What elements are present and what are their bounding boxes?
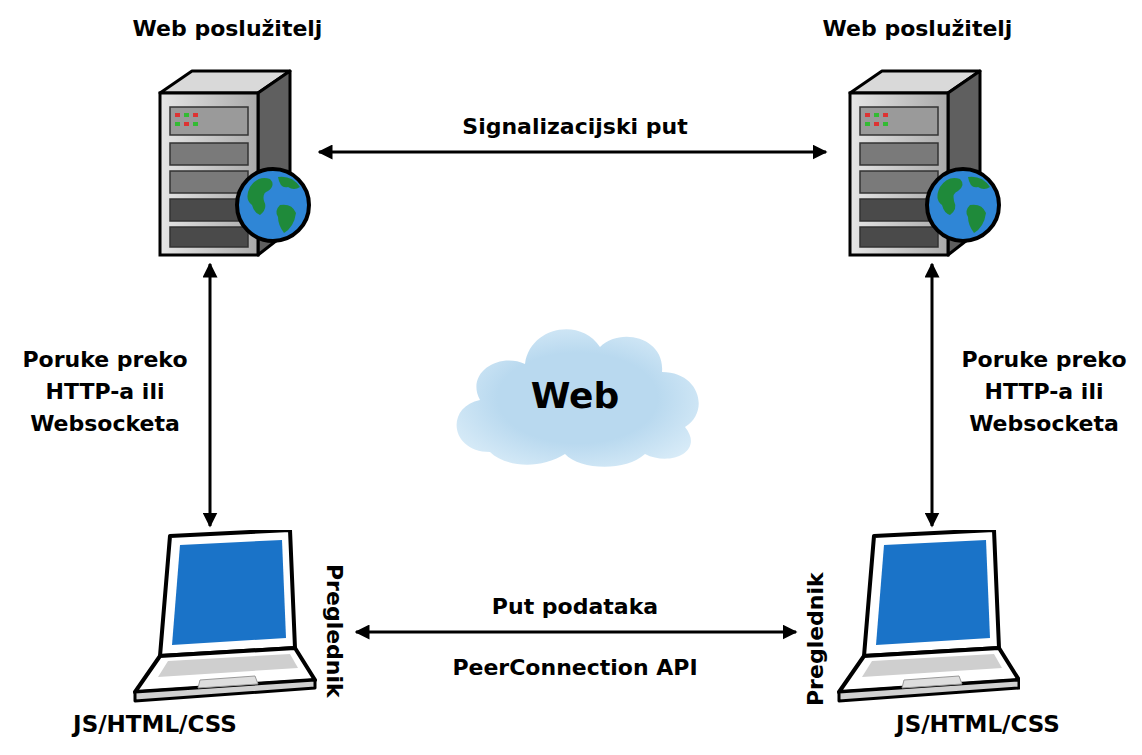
server-title: Web poslužitelj — [95, 15, 360, 43]
edge-label: Put podataka — [489, 591, 661, 623]
edge-label: Poruke preko HTTP-a ili Websocketa — [4, 344, 206, 440]
laptop-icon — [130, 530, 350, 708]
edge-label: Signalizacijski put — [459, 111, 690, 143]
server-title: Web poslužitelj — [785, 15, 1050, 43]
web-cloud: Web — [430, 302, 720, 477]
api-label: PeerConnection API — [449, 654, 700, 682]
browser-laptop: PreglednikJS/HTML/CSS — [800, 530, 1022, 708]
connector-arrow — [356, 631, 796, 634]
connector-arrow — [209, 264, 212, 526]
web-server: Web poslužitelj — [140, 65, 315, 260]
connector-arrow — [319, 151, 826, 154]
cloud-label: Web — [531, 373, 620, 418]
stack-label: JS/HTML/CSS — [828, 710, 1128, 739]
browser-laptop: PreglednikJS/HTML/CSS — [130, 530, 352, 708]
edge-label: Poruke preko HTTP-a ili Websocketa — [943, 344, 1142, 440]
laptop-icon — [800, 530, 1020, 708]
web-server: Web poslužitelj — [830, 65, 1005, 260]
server-icon — [140, 65, 315, 260]
browser-label: Preglednik — [321, 564, 349, 698]
connector-arrow — [931, 264, 934, 526]
server-icon — [830, 65, 1005, 260]
stack-label: JS/HTML/CSS — [5, 710, 305, 739]
browser-label: Preglednik — [802, 572, 830, 706]
